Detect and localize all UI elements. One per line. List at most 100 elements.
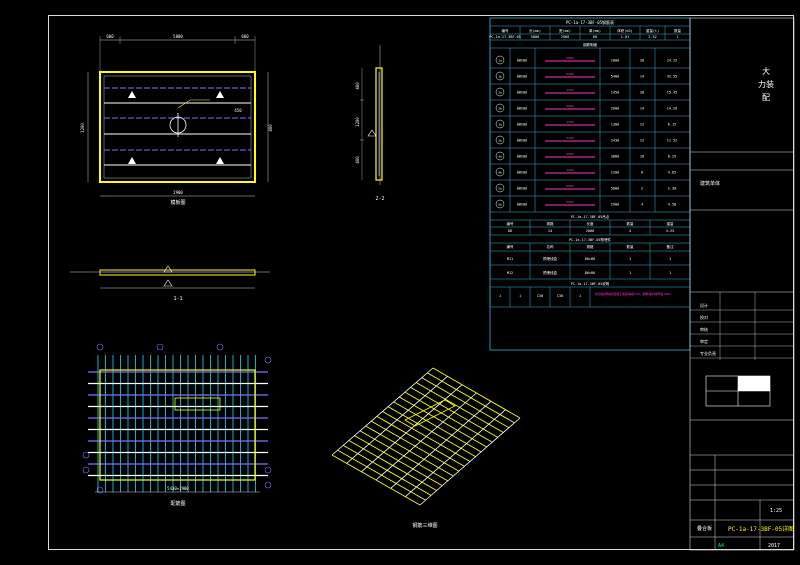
table-cell: 8@200 xyxy=(517,139,528,143)
plan-dim-top-3: 600 xyxy=(241,34,249,39)
table-cell: 11.52 xyxy=(667,139,678,143)
table-cell: 2900 xyxy=(611,203,619,207)
section-2-2-label: 2-2 xyxy=(375,196,384,202)
plan-view-label: 模板图 xyxy=(170,199,185,206)
table-cell: 2430 xyxy=(611,139,619,143)
rebar-callout-bubble xyxy=(82,466,90,474)
scale-value: 1:25 xyxy=(770,508,782,514)
table-cell: 厚(mm) xyxy=(589,28,601,33)
rebar-id-circle xyxy=(495,167,505,177)
rebar-callout-bubble xyxy=(96,486,104,494)
section2-dim-1: 400 xyxy=(355,82,360,90)
table-cell: 1 xyxy=(669,271,671,275)
plan-dim-side-3: 400 xyxy=(268,124,273,132)
rebar-length: 3880 xyxy=(566,152,573,156)
lift-point-mark xyxy=(128,157,136,164)
table-cell: 2 xyxy=(641,187,643,191)
plan-dim-top-1: 600 xyxy=(106,34,114,39)
rebar-length: 1200 xyxy=(566,168,573,172)
plan-view: 600 5800 600 1200 450 400 2900 模板图 xyxy=(80,34,273,206)
table-cell: 1 xyxy=(519,294,521,298)
table-cell: 规格 xyxy=(587,244,595,249)
table-cell: 编号 xyxy=(507,221,515,226)
table-cell: 备注 xyxy=(667,244,675,249)
table-cell: 预埋线盒 xyxy=(543,256,557,261)
table-cell: 14.20 xyxy=(667,107,678,111)
table-cell: 长度 xyxy=(587,221,595,226)
table-cell: 8@200 xyxy=(517,171,528,175)
rebar-length: 1300 xyxy=(566,120,573,124)
table-subtitle: 钢筋明细 xyxy=(583,42,597,47)
table-cell: 8@200 xyxy=(517,59,528,63)
table-cell: 8@200 xyxy=(517,107,528,111)
lift-point-mark xyxy=(216,91,224,98)
lift-point-mark xyxy=(128,91,136,98)
lift-point-mark xyxy=(216,157,224,164)
table-cell: 42.55 xyxy=(667,75,678,79)
table-cell: 2600 xyxy=(611,107,619,111)
table-cell: 2.30 xyxy=(668,187,676,191)
rebar-length: 2000 xyxy=(566,56,573,60)
table-cell: 8@200 xyxy=(517,91,528,95)
table-cell: 8.25 xyxy=(668,155,676,159)
iso-rebar xyxy=(331,367,434,456)
table-cell: 1.01 xyxy=(621,35,629,39)
table-cell: 体积(m3) xyxy=(617,28,632,33)
table-cell: 10 xyxy=(640,155,644,159)
table-cell: 5800 xyxy=(611,187,619,191)
table-subtitle: PC-1a-17-3BF-05预埋件 xyxy=(569,237,612,242)
rebar-length: 1450 xyxy=(566,88,573,92)
table-cell: 86×86 xyxy=(585,271,596,275)
project-name: 建筑单体 xyxy=(700,180,720,187)
table-title: PC-1a-17-3BF-05钢筋表 xyxy=(566,19,614,25)
table-cell: 1 xyxy=(499,294,501,298)
table-cell: 2900 xyxy=(561,35,569,39)
rebar-id-circle xyxy=(495,199,505,209)
table-cell: MJ2 xyxy=(507,271,513,275)
table-subtitle: PC-1a-17-3BF-05吊点 xyxy=(571,214,610,219)
rebar-id: 5a xyxy=(498,187,502,191)
titleblock-row-label: 审核 xyxy=(700,326,708,332)
table-cell: 数量 xyxy=(627,221,635,226)
company-line-1: 大 xyxy=(762,66,770,76)
table-cell: 长(mm) xyxy=(529,28,541,33)
titleblock-fill-quadrant xyxy=(738,376,770,391)
rebar-id-circle xyxy=(495,119,505,129)
table-cell: 5400 xyxy=(611,75,619,79)
table-cell: 数量 xyxy=(627,244,635,249)
rebar-callout-bubble xyxy=(82,451,90,459)
table-cell: 1300 xyxy=(611,123,619,127)
table-cell: 30 xyxy=(640,59,644,63)
iso-opening xyxy=(404,399,456,427)
rebar-id-circle xyxy=(495,55,505,65)
table-cell: DD xyxy=(508,229,512,233)
iso-rebar xyxy=(405,409,506,497)
rebar-plan-view: 5430+2900 配筋图 xyxy=(82,343,272,507)
titleblock-row-label: 设计 xyxy=(700,302,708,308)
table-cell: 4.85 xyxy=(668,171,676,175)
rebar-id: 5b xyxy=(498,203,502,207)
plan-dim-side-2: 450 xyxy=(234,108,242,113)
plan-dim-top-2: 5800 xyxy=(173,34,183,39)
table-cell: 规格 xyxy=(547,221,555,226)
rebar-length: 5400 xyxy=(566,72,573,76)
rebar-plan-dim-bottom: 5430+2900 xyxy=(167,486,189,491)
rebar-callout-bubble xyxy=(156,343,164,351)
table-cell: 8@200 xyxy=(517,155,528,159)
company-line-2: 力装 xyxy=(758,79,774,89)
sheet-label: 叠合板 xyxy=(697,525,712,532)
rebar-id: 2a xyxy=(498,91,502,95)
table-cell: 1 xyxy=(629,257,631,261)
table-cell: 重量(t) xyxy=(646,28,659,33)
table-subtitle: PC-1a-17-3BF-05说明 xyxy=(571,281,610,286)
table-cell: 1450 xyxy=(611,91,619,95)
rebar-id-circle xyxy=(495,183,505,193)
rebar-id: 2b xyxy=(498,107,502,111)
table-cell: 宽(mm) xyxy=(559,28,571,33)
rebar-length: 2600 xyxy=(566,104,573,108)
rebar-length: 2900 xyxy=(566,200,573,204)
table-cell: 1200 xyxy=(611,171,619,175)
rebar-callout-bubble xyxy=(264,481,272,489)
section2-dim-2: 1200 xyxy=(355,117,360,127)
